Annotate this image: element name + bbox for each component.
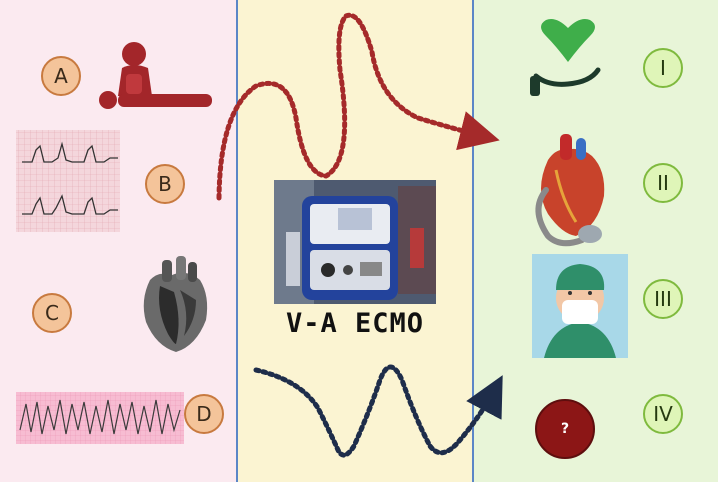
- surgeon-icon: [532, 254, 628, 358]
- heart-in-hand-icon: [530, 19, 601, 96]
- ecmo-to-outcome-arrow: [253, 364, 503, 458]
- label-i: I: [643, 48, 683, 88]
- cpr-to-ecmo-arrow: [216, 12, 500, 201]
- ecmo-machine-photo: [274, 180, 436, 304]
- label-iii: III: [643, 279, 683, 319]
- label-ii: II: [643, 163, 683, 203]
- cpr-icon: [99, 42, 212, 109]
- label-c: C: [32, 293, 72, 333]
- heart-anatomy-icon: [143, 256, 208, 352]
- label-a: A: [41, 56, 81, 96]
- ecg-strip-icon: [16, 130, 120, 232]
- ventricular-fibrillation-icon: [16, 392, 184, 444]
- unknown-badge-text: ?: [560, 421, 570, 437]
- heart-with-cannula-icon: [535, 134, 605, 247]
- ecmo-title: V-A ECMO: [285, 308, 425, 339]
- question-mark-icon: [535, 399, 595, 459]
- label-iv: IV: [643, 394, 683, 434]
- label-d: D: [184, 394, 224, 434]
- label-b: B: [145, 164, 185, 204]
